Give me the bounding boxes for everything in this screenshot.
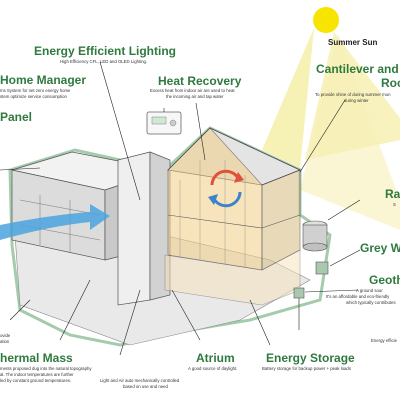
- wind-arrow-icon: [0, 204, 110, 240]
- water-tank-icon: [302, 220, 328, 252]
- sun-icon: [313, 7, 339, 33]
- home-manager-title: Home Manager: [0, 73, 87, 87]
- grey-water-box: [315, 261, 329, 275]
- heat-recovery-desc-1: Excess heat from indoor air are used to …: [150, 88, 235, 93]
- thermostat-icon: [146, 111, 182, 135]
- tower: [117, 151, 151, 306]
- cantilever-desc-2: during winter: [344, 98, 369, 103]
- sun-beam-1: [262, 28, 314, 168]
- geothermal-desc-2: It's an affordable and eco-friendly: [326, 294, 390, 299]
- building-halo: [8, 126, 332, 347]
- atrium-desc: A good source of daylight.: [188, 366, 238, 371]
- grey-water-title: Grey W: [360, 241, 400, 255]
- geo-probe-icon: [293, 287, 305, 330]
- lighting-desc: High Efficiency CFL, LED and OLED Lighti…: [60, 59, 148, 64]
- heat-recovery-desc-2: the incoming air and tap water: [166, 94, 224, 99]
- energy-storage-desc: Battery storage for backup power + peak …: [262, 366, 351, 371]
- heat-recovery-title: Heat Recovery: [158, 74, 242, 88]
- sun-label: Summer Sun: [328, 38, 378, 47]
- energy-efficient-desc: Energy efficie: [371, 338, 397, 343]
- atrium-title: Atrium: [196, 351, 235, 365]
- cantilever-title-2: Roo: [381, 76, 400, 90]
- cantilever-title: Cantilever and: [316, 62, 399, 76]
- home-manager-desc-1: ms System for net zero energy home: [0, 88, 71, 93]
- rain-title: Ra: [385, 187, 400, 201]
- home-manager-desc-2: stem optimize service consumption: [0, 94, 67, 99]
- geothermal-desc-3: which typically contributes: [346, 300, 396, 305]
- left-desc-2: ation: [0, 339, 10, 344]
- leader-lines: [0, 61, 361, 356]
- energy-storage-title: Energy Storage: [266, 351, 355, 365]
- sun-beam-3: [300, 34, 400, 230]
- lighting-title: Energy Efficient Lighting: [34, 44, 177, 58]
- thermal-mass-desc-1: ments proposed dug into the natural topo…: [0, 366, 92, 371]
- heat-cycle-icon: [208, 169, 244, 208]
- geothermal-title: Geoth: [369, 273, 400, 287]
- thermal-mass-desc-3: led by constant ground temperatures.: [0, 378, 72, 383]
- cantilever-desc-1: To provide shine of during summer mon: [315, 92, 391, 97]
- geothermal-desc-1: A ground sour: [356, 288, 383, 293]
- ventilation-desc-1: Light and Air auto mechanically controll…: [100, 378, 180, 383]
- ventilation-desc-2: based on use and need: [123, 384, 168, 389]
- thermal-mass-desc-2: al. The indoor temperatures are further: [0, 372, 74, 377]
- panel-title: Panel: [0, 110, 33, 124]
- left-desc-1: ovide: [0, 333, 11, 338]
- thermal-mass-title: hermal Mass: [0, 351, 73, 365]
- rain-desc: S: [393, 202, 396, 207]
